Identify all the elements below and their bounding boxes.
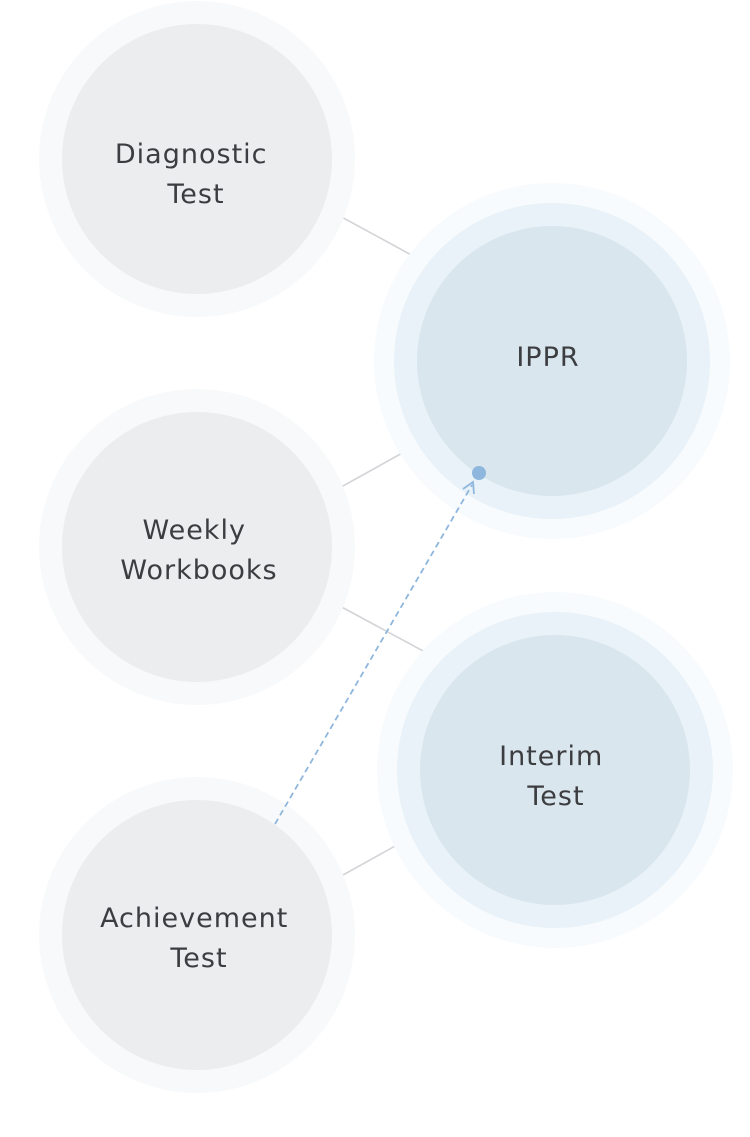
node-ippr-label: IPPR (516, 342, 579, 373)
node-diagnostic-label: Diagnostic Test (115, 139, 277, 210)
node-interim-label-line-2: Test (526, 781, 584, 812)
feedback-arrow-line (274, 484, 473, 825)
node-weekly-label-line-2: Workbooks (120, 555, 277, 586)
node-ippr: IPPR (374, 183, 730, 539)
arrowhead-icon (462, 480, 475, 495)
node-interim-core (420, 635, 690, 905)
node-diagnostic-label-line-2: Test (166, 179, 224, 210)
node-diagnostic-core (62, 24, 332, 294)
arrow-endpoint-dot (472, 466, 486, 480)
node-achievement-label-line-1: Achievement (100, 903, 288, 934)
node-interim-test: Interim Test (377, 592, 733, 948)
node-achievement-core (62, 800, 332, 1070)
node-weekly-workbooks: Weekly Workbooks (39, 389, 355, 705)
feedback-arrow (274, 466, 486, 825)
node-achievement-label-line-2: Test (169, 943, 227, 974)
node-achievement-label: Achievement Test (100, 903, 298, 974)
node-diagnostic-label-line-1: Diagnostic (115, 139, 268, 170)
node-ippr-label-line-1: IPPR (516, 342, 579, 373)
node-weekly-label: Weekly Workbooks (120, 515, 277, 586)
node-weekly-core (62, 412, 332, 682)
node-diagnostic-test: Diagnostic Test (39, 1, 355, 317)
node-interim-label: Interim Test (499, 741, 613, 812)
node-achievement-test: Achievement Test (39, 777, 355, 1093)
node-weekly-label-line-1: Weekly (142, 515, 245, 546)
node-interim-label-line-1: Interim (499, 741, 603, 772)
node-ippr-core (417, 226, 687, 496)
